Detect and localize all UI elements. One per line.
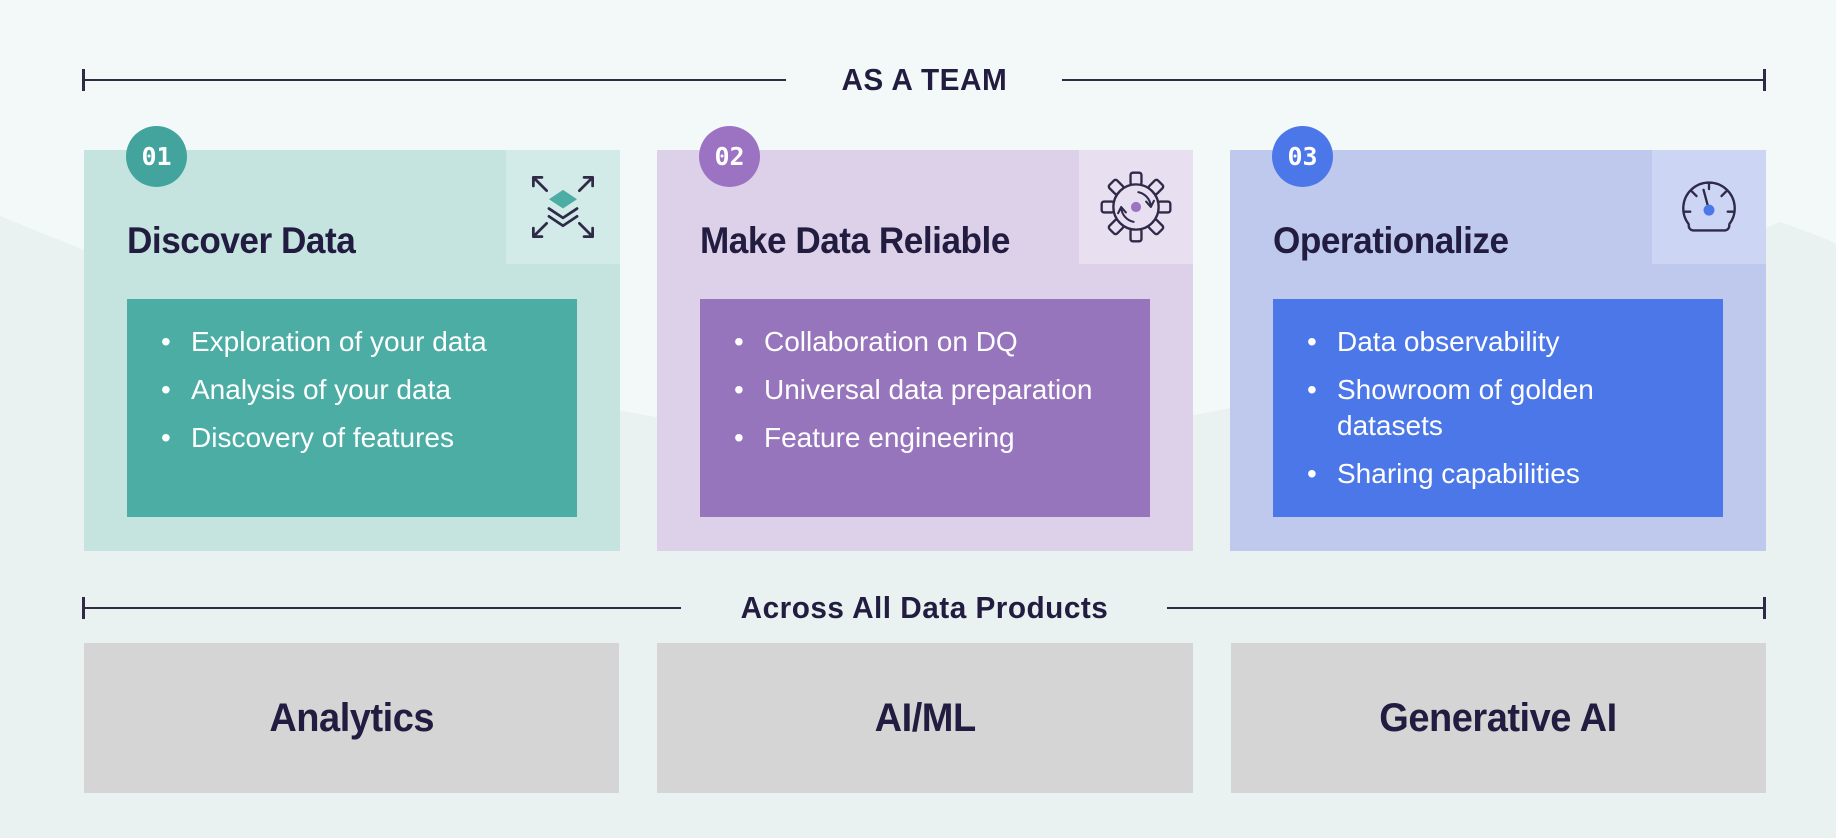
step-number-badge: 01 — [126, 126, 187, 187]
bullet-item: Universal data preparation — [730, 372, 1132, 408]
bullet-item: Sharing capabilities — [1303, 456, 1705, 492]
steps-row: 01 Discover Data Exploration of your dat… — [84, 126, 1766, 551]
product-box-analytics: Analytics — [84, 643, 620, 793]
card-make-data-reliable: 02 — [657, 126, 1193, 551]
card-title: Discover Data — [127, 220, 356, 261]
product-label: AI/ML — [874, 695, 976, 740]
products-divider-label: Across All Data Products — [740, 590, 1108, 625]
divider-right-line — [1062, 78, 1764, 82]
divider-left-cap — [82, 597, 85, 619]
card-operationalize: 03 Operationalize — [1230, 126, 1766, 551]
divider-right-cap — [1763, 597, 1766, 619]
divider-left-line — [85, 78, 786, 82]
bullet-item: Collaboration on DQ — [730, 324, 1132, 360]
gear-sync-icon — [1100, 171, 1172, 243]
bullet-item: Data observability — [1303, 324, 1705, 360]
bullet-item: Analysis of your data — [157, 372, 559, 408]
card-bullet-box: Collaboration on DQ Universal data prepa… — [700, 299, 1150, 517]
bullet-list: Data observability Showroom of golden da… — [1303, 324, 1705, 492]
card-icon-box — [1652, 150, 1766, 264]
products-divider: Across All Data Products — [82, 588, 1766, 628]
gauge-icon — [1682, 181, 1736, 232]
card-title: Operationalize — [1273, 220, 1509, 261]
expand-layers-icon — [531, 175, 595, 239]
card-bullet-box: Exploration of your data Analysis of you… — [127, 299, 577, 517]
products-row: Analytics AI/ML Generative AI — [84, 643, 1766, 793]
card-title: Make Data Reliable — [700, 220, 1010, 261]
bullet-list: Collaboration on DQ Universal data prepa… — [730, 324, 1132, 456]
step-number-badge: 02 — [699, 126, 760, 187]
bullet-item: Exploration of your data — [157, 324, 559, 360]
divider-left-cap — [82, 69, 85, 91]
bullet-item: Showroom of golden datasets — [1303, 372, 1705, 444]
divider-right-line — [1167, 606, 1763, 610]
product-box-ai-ml: AI/ML — [657, 643, 1193, 793]
bullet-item: Feature engineering — [730, 420, 1132, 456]
step-number-badge: 03 — [1272, 126, 1333, 187]
bullet-item: Discovery of features — [157, 420, 559, 456]
divider-left-line — [85, 606, 681, 610]
team-divider: AS A TEAM — [82, 60, 1767, 100]
card-bullet-box: Data observability Showroom of golden da… — [1273, 299, 1723, 517]
bullet-list: Exploration of your data Analysis of you… — [157, 324, 559, 456]
team-divider-label: AS A TEAM — [841, 62, 1007, 97]
divider-right-cap — [1763, 69, 1767, 91]
product-label: Analytics — [269, 695, 435, 740]
product-box-generative-ai: Generative AI — [1230, 643, 1766, 793]
card-icon-box — [506, 150, 620, 264]
card-discover-data: 01 Discover Data Exploration of your dat… — [84, 126, 620, 551]
product-label: Generative AI — [1379, 695, 1618, 740]
card-icon-box — [1079, 150, 1193, 264]
